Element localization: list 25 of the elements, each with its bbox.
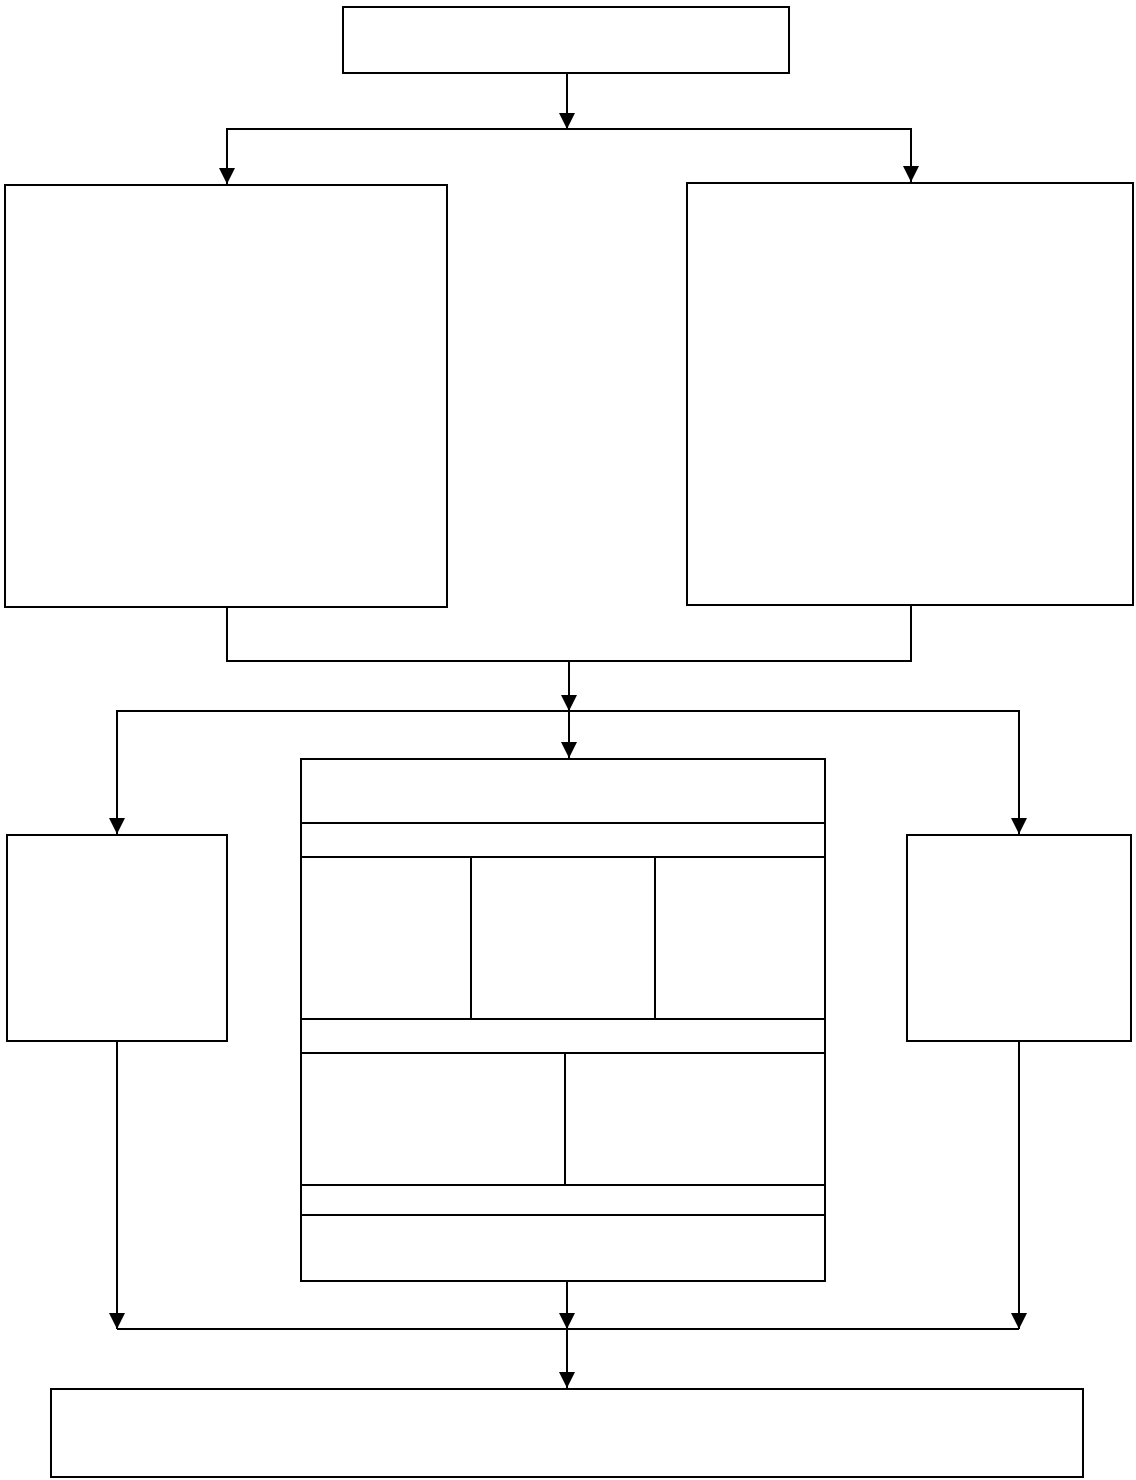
arrow: [219, 128, 568, 185]
connector-line: [116, 1328, 568, 1330]
section-box: [472, 858, 656, 1020]
process-box: [906, 834, 1132, 1042]
arrow: [566, 128, 919, 183]
process-box: [686, 182, 1134, 606]
arrow: [1011, 1041, 1027, 1330]
section-box: [300, 1054, 566, 1186]
arrow: [559, 1281, 575, 1330]
section-box: [300, 858, 472, 1020]
arrow: [568, 710, 1027, 835]
process-box: [300, 758, 826, 1282]
process-box: [4, 184, 448, 608]
arrow: [561, 660, 577, 712]
process-box: [50, 1388, 1084, 1478]
process-box: [342, 6, 790, 74]
arrow: [109, 1041, 125, 1330]
connector-line: [568, 605, 912, 662]
arrow: [559, 73, 575, 130]
connector-line: [566, 1328, 1020, 1330]
process-box: [6, 834, 228, 1042]
connector-line: [226, 607, 570, 662]
arrow: [559, 1328, 575, 1389]
arrow: [109, 710, 570, 835]
arrow: [561, 710, 577, 759]
